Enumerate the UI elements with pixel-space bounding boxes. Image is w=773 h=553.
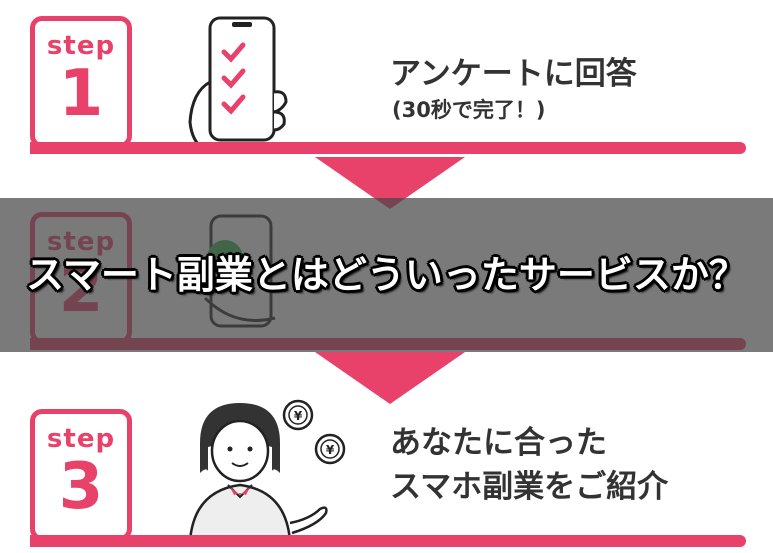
svg-text:¥: ¥ xyxy=(326,443,335,457)
step-label: step xyxy=(46,31,116,61)
step-3-title: あなたに合った スマホ副業をご紹介 xyxy=(390,421,668,509)
yen-coin-icon: ¥ xyxy=(314,433,346,465)
step-label: step xyxy=(46,424,116,454)
step-1-subtitle: (30秒で完了！) xyxy=(392,98,546,122)
down-arrow-icon xyxy=(315,157,465,209)
step-3-row: step 3 ¥ ¥ あなたに合った スマホ副業をご紹介 xyxy=(0,393,773,553)
step-1-badge: step 1 xyxy=(30,16,132,148)
step-1-underline xyxy=(30,142,746,154)
banner-overlay xyxy=(0,198,773,352)
phone-checklist-icon xyxy=(188,16,288,152)
step-3-title-line2: スマホ副業をご紹介 xyxy=(390,469,669,505)
svg-text:¥: ¥ xyxy=(294,409,303,423)
step-1-title: アンケートに回答 xyxy=(390,56,637,92)
step-number: 1 xyxy=(58,57,104,131)
step-3-badge: step 3 xyxy=(30,409,132,541)
operator-woman-icon: ¥ ¥ xyxy=(188,399,346,541)
down-arrow-icon xyxy=(315,352,465,404)
step-1-row: step 1 アンケートに回答 (30秒で完了！) xyxy=(0,0,773,160)
yen-coin-icon: ¥ xyxy=(282,399,314,431)
banner-title: スマート副業とはどういったサービスか？ xyxy=(26,253,747,297)
step-3-title-line1: あなたに合った xyxy=(390,425,607,461)
step-number: 3 xyxy=(58,450,104,524)
step-3-underline xyxy=(30,535,746,547)
